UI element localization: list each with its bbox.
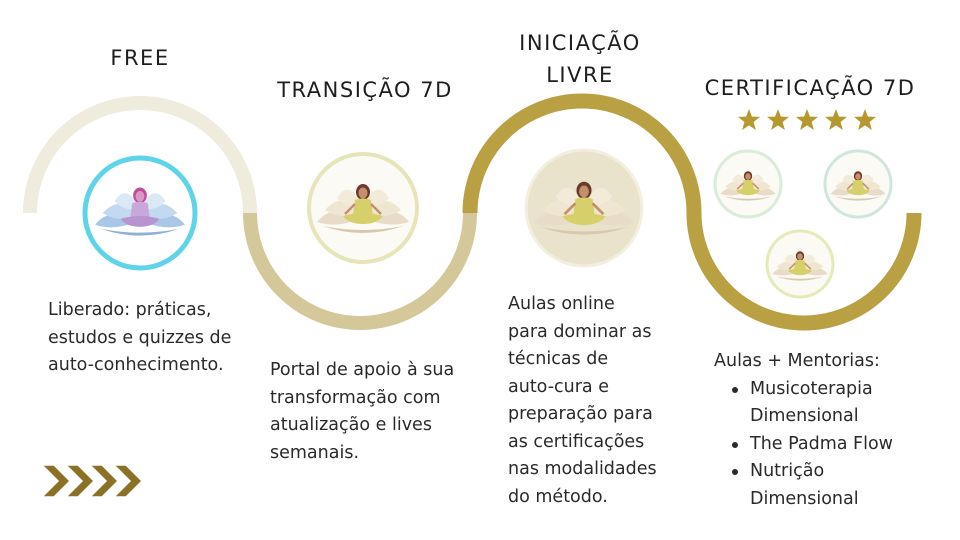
- star-icon: [767, 109, 789, 130]
- step-transicao-description: Portal de apoio à sua transformação com …: [270, 360, 455, 463]
- chevron-right-icon: [64, 464, 96, 498]
- wave-segment-3: [462, 93, 702, 214]
- lotus-meditation-icon: [823, 149, 893, 219]
- list-item: Musicoterapia Dimensional: [712, 376, 893, 431]
- lotus-meditation-icon: [765, 229, 835, 299]
- chevron-right-icon: [112, 464, 144, 498]
- wave-segment-2: [243, 212, 477, 330]
- rating-stars: [738, 109, 876, 130]
- step-free-title: FREE: [110, 46, 170, 70]
- certificacao-intro: Aulas + Mentorias:: [714, 351, 880, 371]
- certificacao-list: Musicoterapia Dimensional The Padma Flow…: [712, 376, 893, 514]
- star-icon: [854, 109, 876, 130]
- chevron-right-icon: [88, 464, 120, 498]
- lotus-meditation-icon: [713, 149, 783, 219]
- star-icon: [738, 109, 760, 130]
- list-item: The Padma Flow: [712, 431, 893, 459]
- wave-segment-4: [686, 212, 922, 331]
- lotus-meditation-icon: [307, 152, 419, 264]
- chevron-right-icon: [42, 464, 72, 498]
- step-certificacao-title: CERTIFICAÇÃO 7D: [704, 76, 916, 100]
- step-certificacao-description: Aulas + Mentorias: Musicoterapia Dimensi…: [712, 348, 893, 513]
- step-free-description: Liberado: práticas, estudos e quizzes de…: [48, 300, 232, 375]
- chevron-arrows: [42, 464, 144, 498]
- step-iniciacao-description: Aulas online para dominar as técnicas de…: [508, 294, 657, 507]
- lotus-meditation-icon: [82, 155, 198, 271]
- star-icon: [796, 109, 818, 130]
- star-icon: [825, 109, 847, 130]
- step-iniciacao-title: INICIAÇÃO LIVRE: [519, 31, 641, 87]
- wave-segment-1: [23, 96, 257, 214]
- step-transicao-title: TRANSIÇÃO 7D: [277, 78, 453, 102]
- list-item: Nutrição Dimensional: [712, 458, 893, 513]
- lotus-meditation-icon: [524, 148, 644, 268]
